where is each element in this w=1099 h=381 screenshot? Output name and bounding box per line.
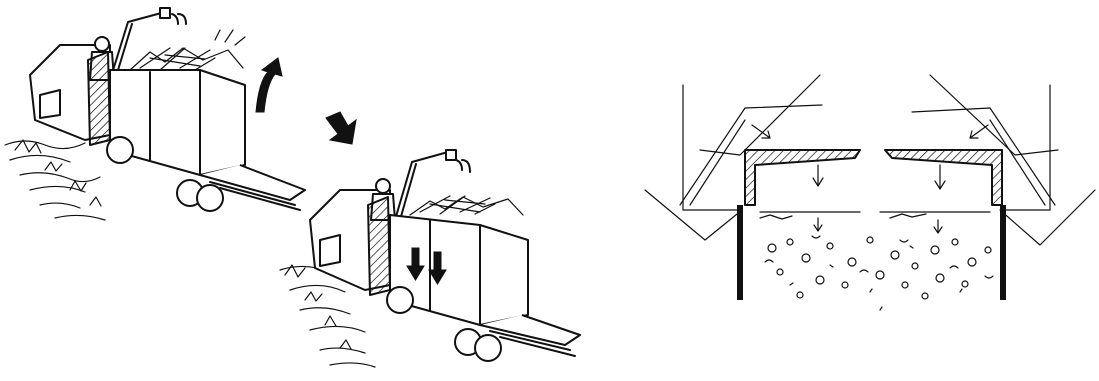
inward-arrow-icon: [970, 125, 988, 138]
cross-section-panel: [645, 75, 1095, 310]
left-gate-blade: [745, 150, 860, 205]
truck-panel-1: [5, 8, 305, 220]
front-wall-1: [88, 52, 110, 145]
brush-load-1: [130, 30, 245, 70]
ground-brush-1: [5, 140, 105, 220]
compression-arrows: [813, 165, 945, 233]
truck-panel-2: [280, 150, 580, 367]
front-wall-2: [368, 197, 390, 295]
right-gate-blade: [885, 150, 1002, 205]
crane-arm-2: [395, 150, 470, 220]
compacted-chips: [760, 212, 993, 310]
diagonal-down-arrow-icon: [326, 112, 356, 144]
curved-up-arrow-icon: [256, 58, 282, 112]
gate-guide-lines: [645, 75, 1095, 245]
brush-load-2: [410, 196, 523, 215]
